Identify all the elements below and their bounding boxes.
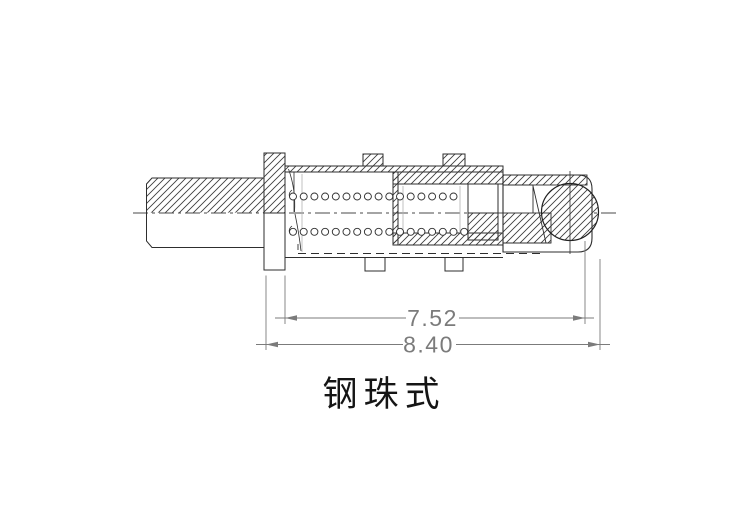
interior-guide-lines (301, 174, 461, 252)
extension-lines (265, 241, 601, 350)
arrow-right-icon (573, 315, 585, 321)
dimension-8-40: 8.40 (256, 332, 610, 358)
barrel-rib-top-1 (362, 153, 384, 167)
spring-coils (289, 192, 469, 236)
steel-ball (540, 171, 600, 254)
dimension-7-52: 7.52 (275, 305, 594, 331)
barrel-rib-top-2 (442, 153, 466, 167)
barrel-rib-bottom-1 (364, 257, 386, 272)
drawing-title: 钢珠式 (322, 375, 445, 415)
dimension-label-8-40: 8.40 (403, 332, 454, 358)
flange (263, 152, 286, 271)
arrow-right-icon (588, 341, 600, 348)
arrow-left-icon (266, 341, 278, 348)
arrow-left-icon (285, 315, 297, 321)
piston (467, 183, 499, 241)
dimension-label-7-52: 7.52 (407, 305, 458, 331)
barrel-rib-bottom-2 (444, 257, 464, 272)
thread-runout-lines (288, 168, 302, 252)
shaft (146, 177, 264, 248)
